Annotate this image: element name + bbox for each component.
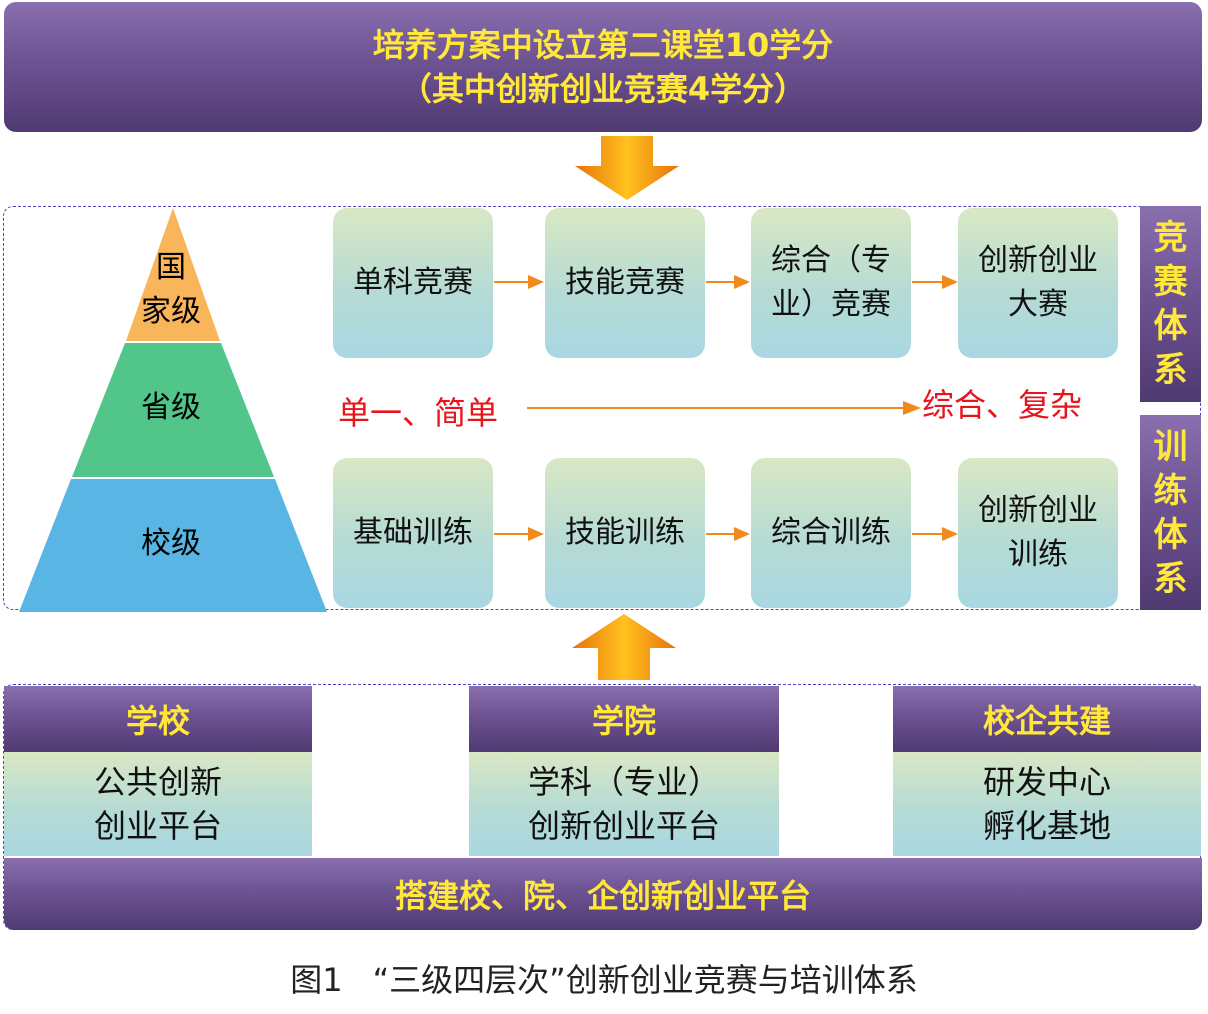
top-banner-line2: （其中创新创业竞赛4学分） xyxy=(399,70,807,108)
box-line1: 技能训练 xyxy=(565,515,685,550)
box-line1: 单科竞赛 xyxy=(353,265,473,300)
competition-training-frame xyxy=(3,206,1201,610)
caption-number: 图1 xyxy=(290,961,343,999)
flow-arrow-icon xyxy=(494,275,544,289)
training-box-innovation: 创新创业训练 xyxy=(958,458,1118,608)
box-line1: 创新创业 xyxy=(978,493,1098,528)
platform-college-body: 学科（专业） 创新创业平台 xyxy=(469,752,779,856)
box-line2: 大赛 xyxy=(1008,287,1068,322)
platform-line2: 创新创业平台 xyxy=(527,807,720,845)
tag-char: 体 xyxy=(1153,514,1188,555)
training-box-skill: 技能训练 xyxy=(545,458,705,608)
platform-line1: 学科（专业） xyxy=(527,763,720,801)
tag-char: 体 xyxy=(1153,306,1188,346)
pyramid-national-line1: 国 xyxy=(156,250,186,285)
up-arrow-icon xyxy=(572,614,676,680)
platform-school-heading: 学校 xyxy=(4,686,312,752)
platform-line2: 创业平台 xyxy=(93,807,222,845)
progression-arrow-icon xyxy=(527,401,921,415)
flow-arrow-icon xyxy=(706,527,750,541)
competition-box-innovation: 创新创业大赛 xyxy=(958,208,1118,358)
top-banner-line1: 培养方案中设立第二课堂10学分 xyxy=(372,26,834,64)
platform-line2: 孵化基地 xyxy=(982,807,1111,845)
competition-box-skill: 技能竞赛 xyxy=(545,208,705,358)
pyramid-school-label: 校级 xyxy=(141,526,201,561)
box-line1: 综合（专 xyxy=(771,243,891,278)
box-line2: 训练 xyxy=(1008,537,1068,572)
pyramid-provincial-layer xyxy=(72,343,274,477)
box-line1: 综合训练 xyxy=(771,515,891,550)
platform-college-heading: 学院 xyxy=(469,686,779,752)
down-arrow-icon xyxy=(575,136,679,200)
competition-box-comprehensive: 综合（专业）竞赛 xyxy=(751,208,911,358)
tag-char: 训 xyxy=(1153,426,1188,467)
platform-line1: 公共创新 xyxy=(93,763,222,801)
level-pyramid xyxy=(19,208,327,612)
box-line1: 技能竞赛 xyxy=(565,265,685,300)
flow-arrow-icon xyxy=(494,527,544,541)
platform-enterprise-heading: 校企共建 xyxy=(893,686,1201,752)
figure-caption: 图1 “三级四层次”创新创业竞赛与培训体系 xyxy=(0,950,1208,1006)
pyramid-provincial-label: 省级 xyxy=(141,390,201,425)
box-line1: 基础训练 xyxy=(353,515,473,550)
flow-arrow-icon xyxy=(912,275,958,289)
flow-arrow-icon xyxy=(912,527,958,541)
training-box-comprehensive: 综合训练 xyxy=(751,458,911,608)
pyramid-national-line2: 家级 xyxy=(141,294,201,329)
platform-enterprise-body: 研发中心 孵化基地 xyxy=(893,752,1201,856)
tag-char: 练 xyxy=(1153,470,1188,511)
top-banner: 培养方案中设立第二课堂10学分 （其中创新创业竞赛4学分） xyxy=(4,2,1202,132)
caption-title: “三级四层次”创新创业竞赛与培训体系 xyxy=(372,961,918,999)
training-box-basic: 基础训练 xyxy=(333,458,493,608)
competition-system-tag: 竞 赛 体 系 xyxy=(1140,206,1201,402)
flow-arrow-icon xyxy=(706,275,750,289)
pyramid-school-layer xyxy=(19,479,327,612)
platform-line1: 研发中心 xyxy=(982,763,1111,801)
range-complex-label: 综合、复杂 xyxy=(922,386,1083,424)
tag-char: 系 xyxy=(1153,558,1188,599)
bottom-banner: 搭建校、院、企创新创业平台 xyxy=(4,858,1202,930)
box-line2: 业）竞赛 xyxy=(771,287,891,322)
tag-char: 竞 xyxy=(1153,218,1188,258)
pyramid-national-layer xyxy=(126,208,220,341)
range-simple-label: 单一、简单 xyxy=(338,394,499,432)
tag-char: 赛 xyxy=(1153,262,1188,302)
box-line1: 创新创业 xyxy=(978,243,1098,278)
platform-school-body: 公共创新 创业平台 xyxy=(4,752,312,856)
training-system-tag: 训 练 体 系 xyxy=(1140,415,1201,610)
competition-box-single-subject: 单科竞赛 xyxy=(333,208,493,358)
pyramid-national-label: 国 家级 xyxy=(134,246,208,334)
tag-char: 系 xyxy=(1153,350,1188,390)
